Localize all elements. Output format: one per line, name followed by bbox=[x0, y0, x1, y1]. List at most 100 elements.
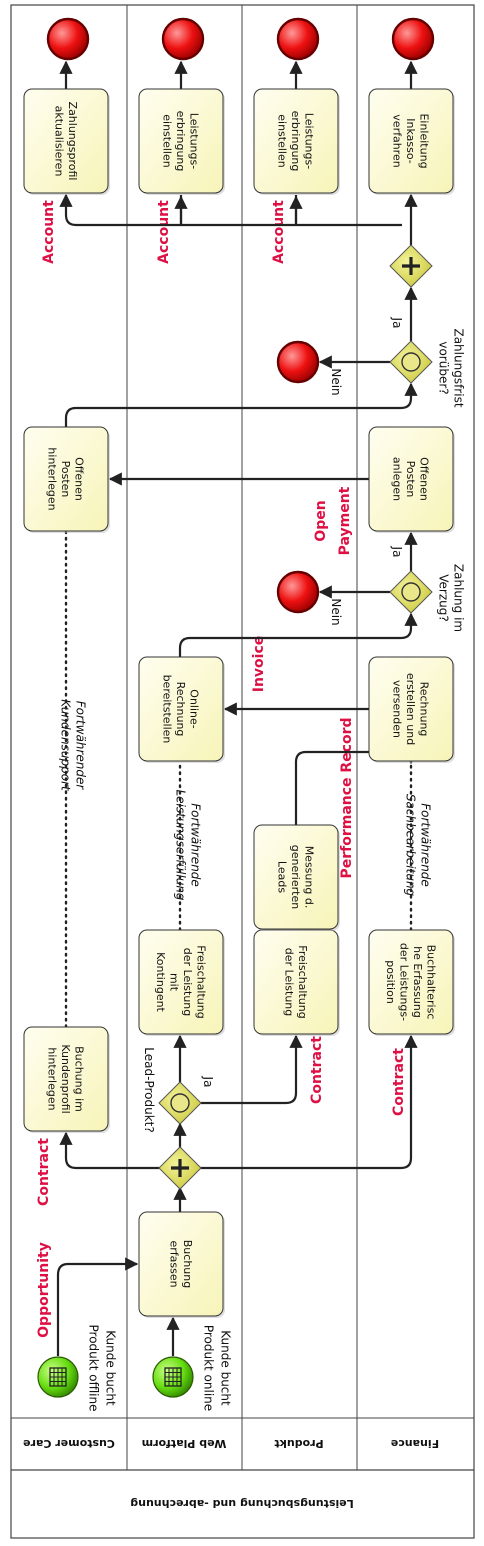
task-label: Zahlungsprofilaktualisieren bbox=[52, 102, 79, 181]
start-label-s1-line: Kunde bucht bbox=[103, 1330, 117, 1406]
task-label-line: Freischaltung bbox=[194, 945, 207, 1018]
task-t-inkasso[interactable]: EinleitungInkasso-verfahren bbox=[368, 88, 455, 195]
task-label-line: anlegen bbox=[391, 457, 404, 501]
task-box bbox=[368, 656, 454, 762]
end-circle bbox=[161, 17, 205, 61]
svg-text:Freischaltungder Leistung: Freischaltungder Leistung bbox=[282, 945, 309, 1018]
task-label: OffenenPostenhinterlegen bbox=[46, 447, 86, 510]
svg-text:Ja: Ja bbox=[390, 546, 404, 558]
task-t-leistung-wp[interactable]: Leistungs-erbringungeinstellen bbox=[138, 88, 225, 195]
svg-text:Leistungs-erbringungeinstellen: Leistungs-erbringungeinstellen bbox=[276, 111, 316, 172]
svg-text:Rechnungerstellen undversenden: Rechnungerstellen undversenden bbox=[391, 673, 431, 745]
gateway-label-g-verzug-line: Zahlung im bbox=[451, 564, 465, 632]
task-label-line: erbringung bbox=[289, 111, 302, 172]
gateway-label-g-lead-line: Lead-Produkt? bbox=[142, 1047, 156, 1132]
start-label-s2-line: Kunde bucht bbox=[218, 1330, 232, 1406]
task-t-freischaltung-pr[interactable]: Freischaltungder Leistung bbox=[253, 929, 340, 1036]
svg-text:Invoice: Invoice bbox=[251, 636, 267, 693]
task-t-rechnung-erstellen[interactable]: Rechnungerstellen undversenden bbox=[368, 656, 455, 763]
data-label-contract-cc-line: Contract bbox=[36, 1138, 52, 1206]
data-label-contract-cc: Contract bbox=[36, 1138, 52, 1206]
task-label-line: verfahren bbox=[391, 114, 404, 167]
end-circle bbox=[46, 17, 90, 61]
data-label-account-wp-line: Account bbox=[156, 200, 172, 264]
task-label-line: der Leistung bbox=[181, 948, 194, 1017]
task-t-online-rechnung[interactable]: Online-Rechnungbereitstellen bbox=[138, 656, 225, 763]
task-label-line: erbringung bbox=[174, 111, 187, 172]
gateway-g-frist[interactable] bbox=[389, 340, 433, 384]
end-circle bbox=[391, 17, 435, 61]
task-t-zahlungsprofil[interactable]: Zahlungsprofilaktualisieren bbox=[23, 88, 110, 195]
task-label-line: einstellen bbox=[161, 114, 174, 167]
svg-text:Zahlungsprofilaktualisieren: Zahlungsprofilaktualisieren bbox=[52, 102, 79, 181]
task-label-line: Rechnung bbox=[418, 682, 431, 737]
task-label: EinleitungInkasso-verfahren bbox=[391, 113, 431, 168]
task-label: Freischaltungder Leistung bbox=[282, 945, 309, 1018]
svg-text:Ja: Ja bbox=[201, 1076, 215, 1088]
task-t-freischaltung-wp[interactable]: Freischaltungder LeistungmitKontingent bbox=[138, 929, 225, 1036]
gateway-g-verzug[interactable] bbox=[389, 570, 433, 614]
gateway-label-g-verzug: Zahlung imVerzug? bbox=[436, 564, 465, 632]
lane-label-cc: Customer Care bbox=[23, 1437, 115, 1450]
task-label-line: Buchung bbox=[181, 1240, 194, 1288]
svg-text:Zahlung imVerzug?: Zahlung imVerzug? bbox=[436, 564, 465, 632]
task-t-messung[interactable]: Messung d.generiertenLeads bbox=[253, 824, 340, 931]
pool-title: Leistungsbuchung und -abrechnung bbox=[130, 1497, 353, 1510]
task-label-line: hinterlegen bbox=[46, 1047, 59, 1110]
svg-text:OffenenPostenanlegen: OffenenPostenanlegen bbox=[391, 457, 431, 501]
task-label-line: generierten bbox=[289, 845, 302, 909]
flow-label-verzug-nein-line: Nein bbox=[329, 598, 343, 625]
gateway-label-g-frist: Zahlungsfristvorüber? bbox=[436, 328, 465, 407]
gateway-label-g-frist-line: Zahlungsfrist bbox=[451, 328, 465, 407]
svg-text:Lead-Produkt?: Lead-Produkt? bbox=[142, 1047, 156, 1132]
task-t-kundenprofil[interactable]: Buchung imKundenprofilhinterlegen bbox=[23, 1026, 110, 1133]
task-t-buchung[interactable]: Buchungerfassen bbox=[138, 1211, 225, 1318]
task-box bbox=[23, 88, 109, 194]
svg-text:Freischaltungder LeistungmitKo: Freischaltungder LeistungmitKontingent bbox=[154, 945, 208, 1018]
gateway-parallel-account[interactable] bbox=[389, 244, 433, 288]
task-t-op-anlegen[interactable]: OffenenPostenanlegen bbox=[368, 426, 455, 533]
task-label-line: Posten bbox=[404, 461, 417, 498]
end-event[interactable] bbox=[46, 17, 90, 61]
flow-label-lead-ja-line: Ja bbox=[201, 1076, 215, 1088]
start-event-s2[interactable] bbox=[152, 1356, 194, 1398]
flow-lead-freischaltung-pr bbox=[201, 1034, 303, 1105]
task-t-op-hinterlegen[interactable]: OffenenPostenhinterlegen bbox=[23, 426, 110, 533]
task-label-line: Leistungs- bbox=[188, 113, 201, 169]
svg-text:Messung d.generiertenLeads: Messung d.generiertenLeads bbox=[276, 845, 316, 909]
annotation-a-kunden-line: Fortwährender bbox=[73, 701, 87, 791]
task-label-line: erfassen bbox=[167, 1240, 180, 1287]
flow-label-frist-nein: Nein bbox=[329, 368, 343, 395]
task-label-line: Offenen bbox=[73, 457, 86, 501]
task-label-line: der Leistung bbox=[282, 948, 295, 1017]
end-event[interactable] bbox=[391, 17, 435, 61]
task-t-leistung-pr[interactable]: Leistungs-erbringungeinstellen bbox=[253, 88, 340, 195]
task-label-line: position bbox=[384, 960, 397, 1004]
task-t-buchhalterisch[interactable]: Buchhalterische Erfassungder Leistungs-p… bbox=[368, 929, 455, 1036]
task-label: Messung d.generiertenLeads bbox=[276, 845, 316, 909]
lane-label-fi-line: Finance bbox=[391, 1437, 439, 1450]
svg-text:Contract: Contract bbox=[391, 1048, 407, 1116]
data-label-contract-fi: Contract bbox=[391, 1048, 407, 1116]
task-label: Buchhalterische Erfassungder Leistungs-p… bbox=[384, 943, 438, 1021]
flow-label-frist-nein-line: Nein bbox=[329, 368, 343, 395]
start-event-s1[interactable] bbox=[37, 1356, 79, 1398]
data-label-account-wp: Account bbox=[156, 200, 172, 264]
end-event[interactable] bbox=[161, 17, 205, 61]
task-label-line: einstellen bbox=[276, 114, 289, 167]
end-event[interactable] bbox=[276, 570, 320, 614]
flow-hinterlegen-frist bbox=[64, 382, 418, 427]
gateway-g-lead[interactable] bbox=[158, 1081, 202, 1125]
gateway-parallel-split[interactable] bbox=[158, 1146, 202, 1190]
flow-s1-buchung bbox=[56, 1257, 139, 1356]
parallel-plus-icon bbox=[402, 257, 420, 275]
task-box bbox=[253, 824, 339, 930]
inclusive-circle-icon bbox=[401, 352, 421, 372]
end-event[interactable] bbox=[276, 340, 320, 384]
svg-text:Buchungerfassen: Buchungerfassen bbox=[167, 1240, 194, 1288]
svg-text:Account: Account bbox=[271, 200, 287, 264]
task-box bbox=[23, 1026, 109, 1132]
end-event[interactable] bbox=[276, 17, 320, 61]
